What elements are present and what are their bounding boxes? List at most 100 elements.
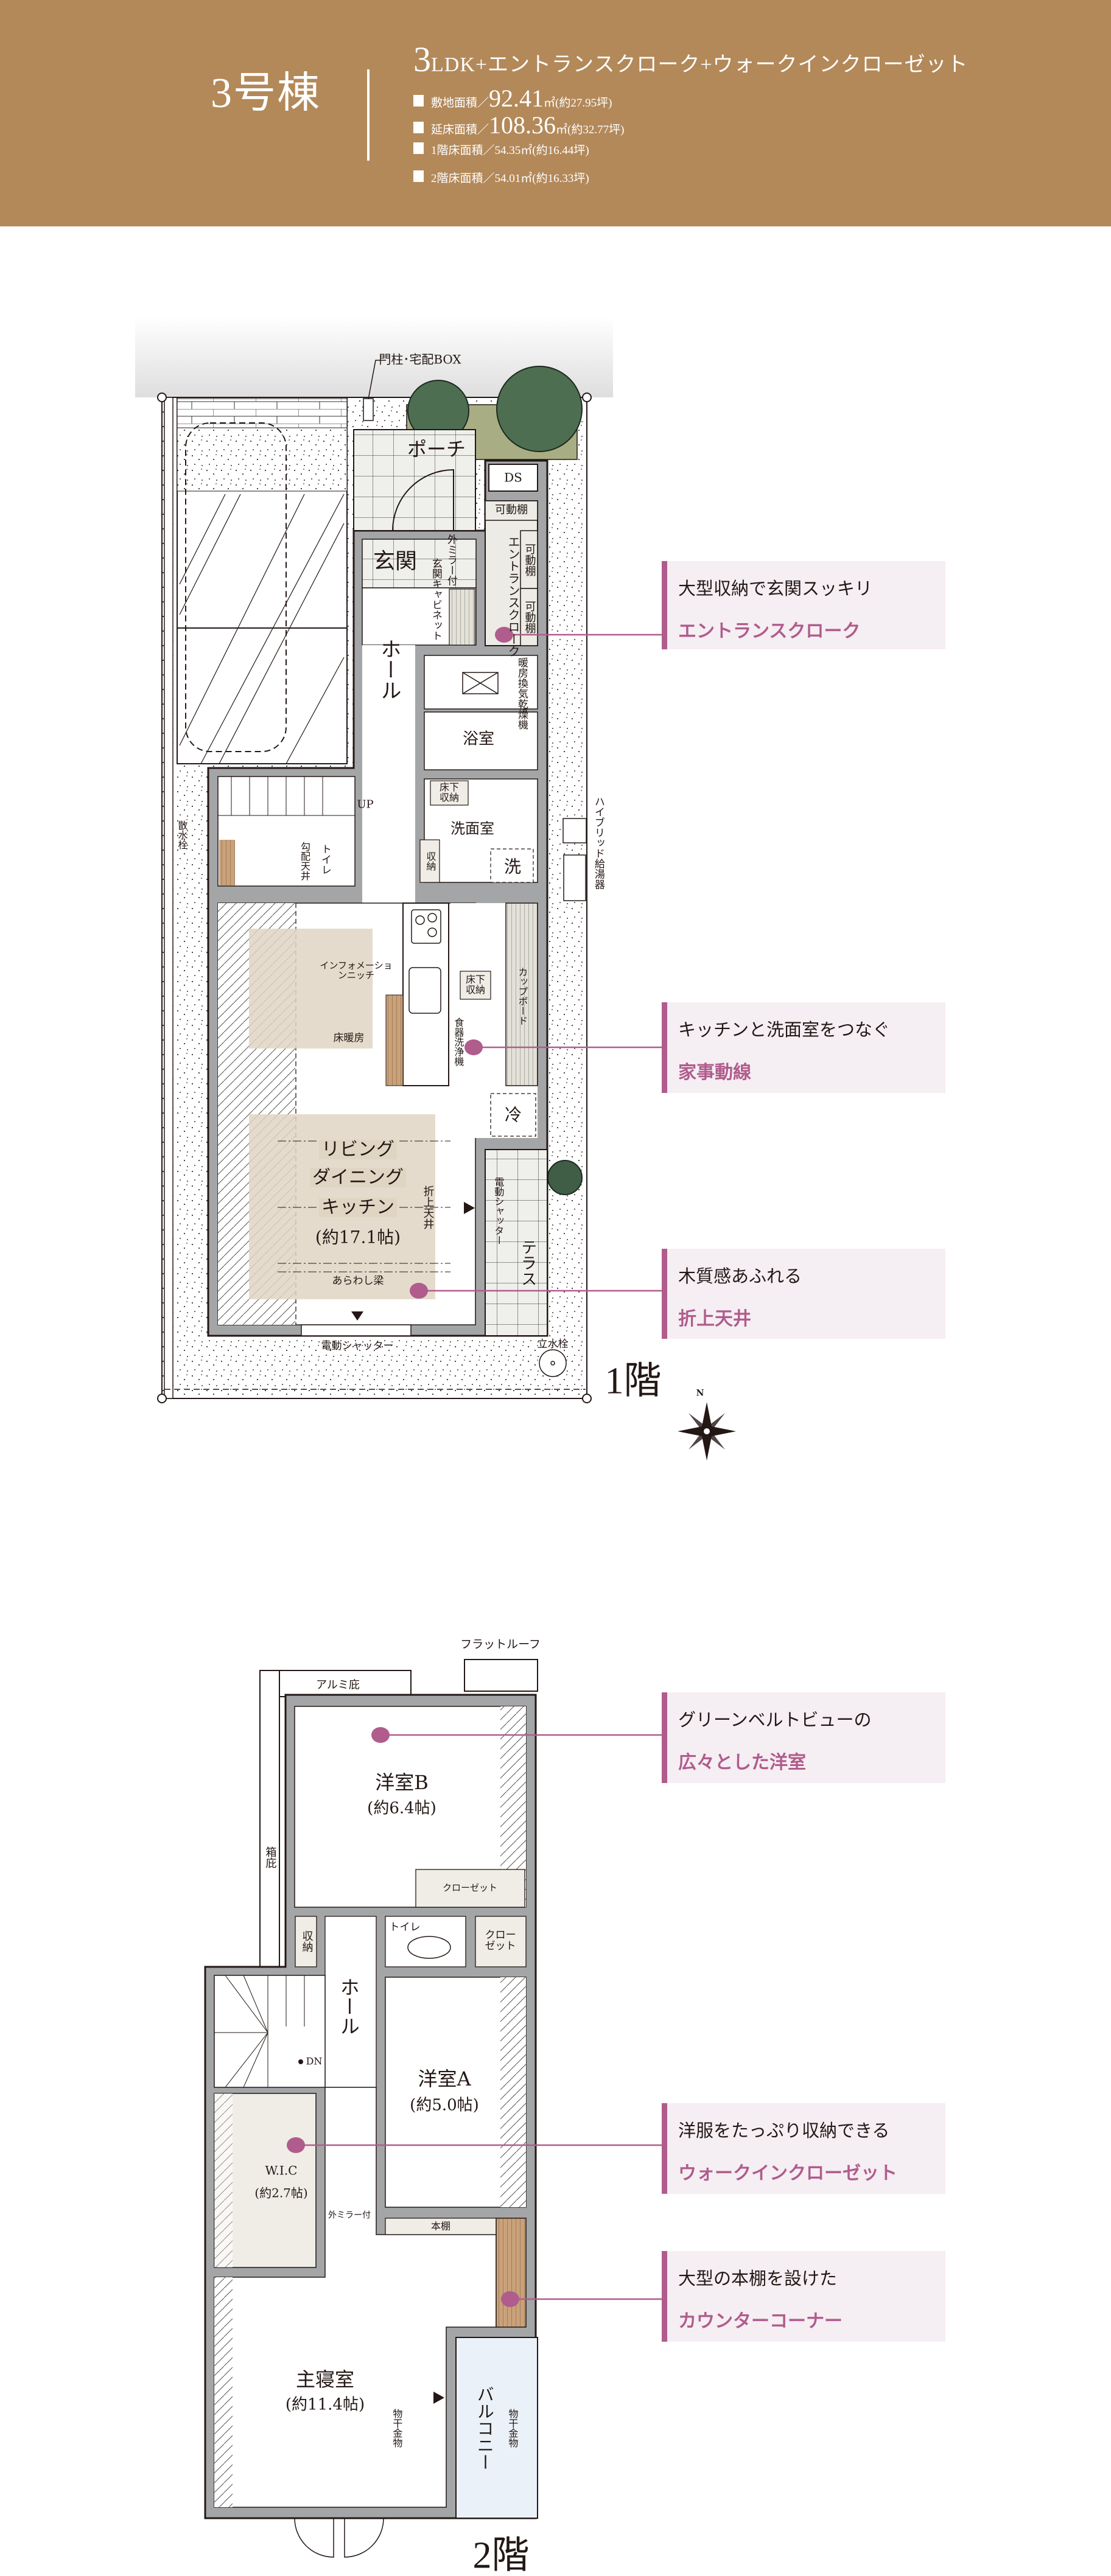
label-cupboard: カップボード [516,967,528,1025]
storage-2f [295,1916,317,1967]
label-fridge: 冷 [504,1105,522,1125]
bullet-square-icon [413,95,424,106]
label-toilet-2f: トイレ [389,1921,421,1934]
gate-leader-line [368,360,386,400]
underfloor-storage-box-2 [460,971,491,1000]
wood-counter-end [385,994,404,1086]
toilet-icon [407,1936,451,1959]
label-ldk-size: (約17.1帖) [315,1227,401,1248]
compass-icon [678,1402,736,1461]
compass-north: N [696,1388,704,1398]
callout-caption: 大型収納で玄関スッキリ [678,578,873,599]
parking-area [177,397,348,764]
label-bathroom: 浴室 [462,730,495,749]
callout-dot [464,1039,483,1055]
callout-title: 折上天井 [678,1308,751,1330]
label-floor-heating: 床暖房 [333,1032,365,1045]
label-porch: ポーチ [407,438,466,461]
label-dining: ダイニング [310,1168,406,1187]
plan-number: 3 [413,40,431,79]
callout-counter-corner: 大型の本棚を設けた カウンターコーナー [662,2251,945,2342]
label-washroom: 洗面室 [450,820,494,837]
label-box-eave: 箱庇 [264,1846,277,1868]
shutter-window [301,1324,412,1336]
bullet-square-icon [413,122,424,133]
label-master-bedroom: 主寝室 [295,2368,355,2392]
label-washer: 洗 [503,856,522,877]
arrow-icon [433,2392,444,2404]
label-shutter-bottom: 電動シャッター [321,1340,394,1353]
stair-treads [214,1975,305,2088]
header-banner: 3号棟 3LDK+エントランスクローク+ウォークインクローゼット 敷地面積／92… [0,0,1111,226]
label-sloped-ceiling: 勾配天井 [299,842,310,881]
floor2-title: 2階 [472,2535,530,2576]
label-shutter-side: 電動シャッター [492,1177,505,1245]
callout-caption: 木質感あふれる [678,1266,802,1286]
cupboard [505,902,538,1086]
label-storage: 収納 [424,851,436,871]
label-shelf-2: 可動棚 [523,601,536,634]
label-drying-hardware-2: 物干金物 [506,2409,519,2448]
callout-title: 広々とした洋室 [678,1752,806,1773]
callout-title: エントランスクローク [678,621,861,642]
label-bath-dryer: 暖房換気乾燥機 [516,657,528,730]
spec-2f-area: 2階床面積／54.01㎡(約16.33坪) [413,169,589,186]
callout-caption: 大型の本棚を設けた [678,2268,838,2289]
label-exposed-beam: あらわし梁 [332,1275,384,1288]
car-outline [185,422,287,752]
site-corners [157,393,592,1403]
spec-label: 敷地面積／ [431,97,489,110]
label-room-a-size: (約5.0帖) [410,2096,479,2115]
arrow-icon [351,1311,363,1321]
label-room-a: 洋室A [418,2067,471,2091]
label-shelf-top: 可動棚 [495,503,528,517]
callout-dots [287,627,519,2307]
label-underfloor-1: 床下収納 [439,781,459,803]
label-faucet: 立水栓 [537,1338,569,1351]
underfloor-storage-box [430,780,469,806]
callout-spacious-room: グリーンベルトビューの 広々とした洋室 [662,1692,945,1783]
callout-lines [296,634,662,2300]
spec-value: 108.36 [489,111,556,139]
stove-icon [411,909,441,944]
label-kitchen: キッチン [319,1198,397,1217]
label-room-b-size: (約6.4帖) [367,1799,436,1818]
closet-small [475,1916,527,1967]
spec-unit: ㎡ [556,124,568,136]
closet-b [415,1869,525,1908]
label-hall-2f: ホール [337,1977,360,2036]
hall [362,645,415,903]
label-hall: ホール [376,638,401,700]
spec-note: (約27.95坪) [555,97,612,110]
callout-coffered-ceiling: 木質感あふれる 折上天井 [662,1249,945,1339]
spec-label: 延床面積／ [431,124,489,136]
callout-caption: グリーンベルトビューの [678,1709,872,1730]
label-room-b: 洋室B [375,1771,429,1795]
tree-icon [496,366,583,452]
label-toilet: トイレ [318,843,331,875]
callout-dot [495,627,513,643]
callout-housework-flow: キッチンと洗面室をつなぐ 家事動線 [662,1002,945,1093]
label-drying-hardware-1: 物干金物 [391,2409,403,2448]
callout-dot [501,2291,519,2307]
label-outer-mirror-2f: 外ミラー付 [328,2210,371,2221]
counter-corner [496,2218,527,2328]
callout-caption: 洋服をたっぷり収納できる [678,2120,890,2141]
label-entrance: 玄関 [373,549,418,574]
box-eave [259,1670,280,1969]
arrow-icon [464,1202,475,1214]
label-dn: DN [306,2055,323,2067]
spec-text: 1階床面積／54.35㎡(約16.44坪) [431,144,589,157]
plan-type: 3LDK+エントランスクローク+ウォークインクローゼット [413,39,969,80]
ventilation-dryer-icon [462,672,499,694]
fence-left [164,397,173,1399]
hall-2f [324,1916,377,2088]
washroom-storage [419,839,440,883]
entry-door [392,469,454,531]
sink-icon [408,967,441,1014]
label-gate-box: 門柱･宅配BOX [379,352,461,367]
floor-heating-zone [249,929,373,1049]
water-heater-icon [563,818,587,901]
label-coffered-ceiling: 折上天井 [421,1185,435,1229]
callout-title: ウォークインクローゼット [678,2163,897,2184]
